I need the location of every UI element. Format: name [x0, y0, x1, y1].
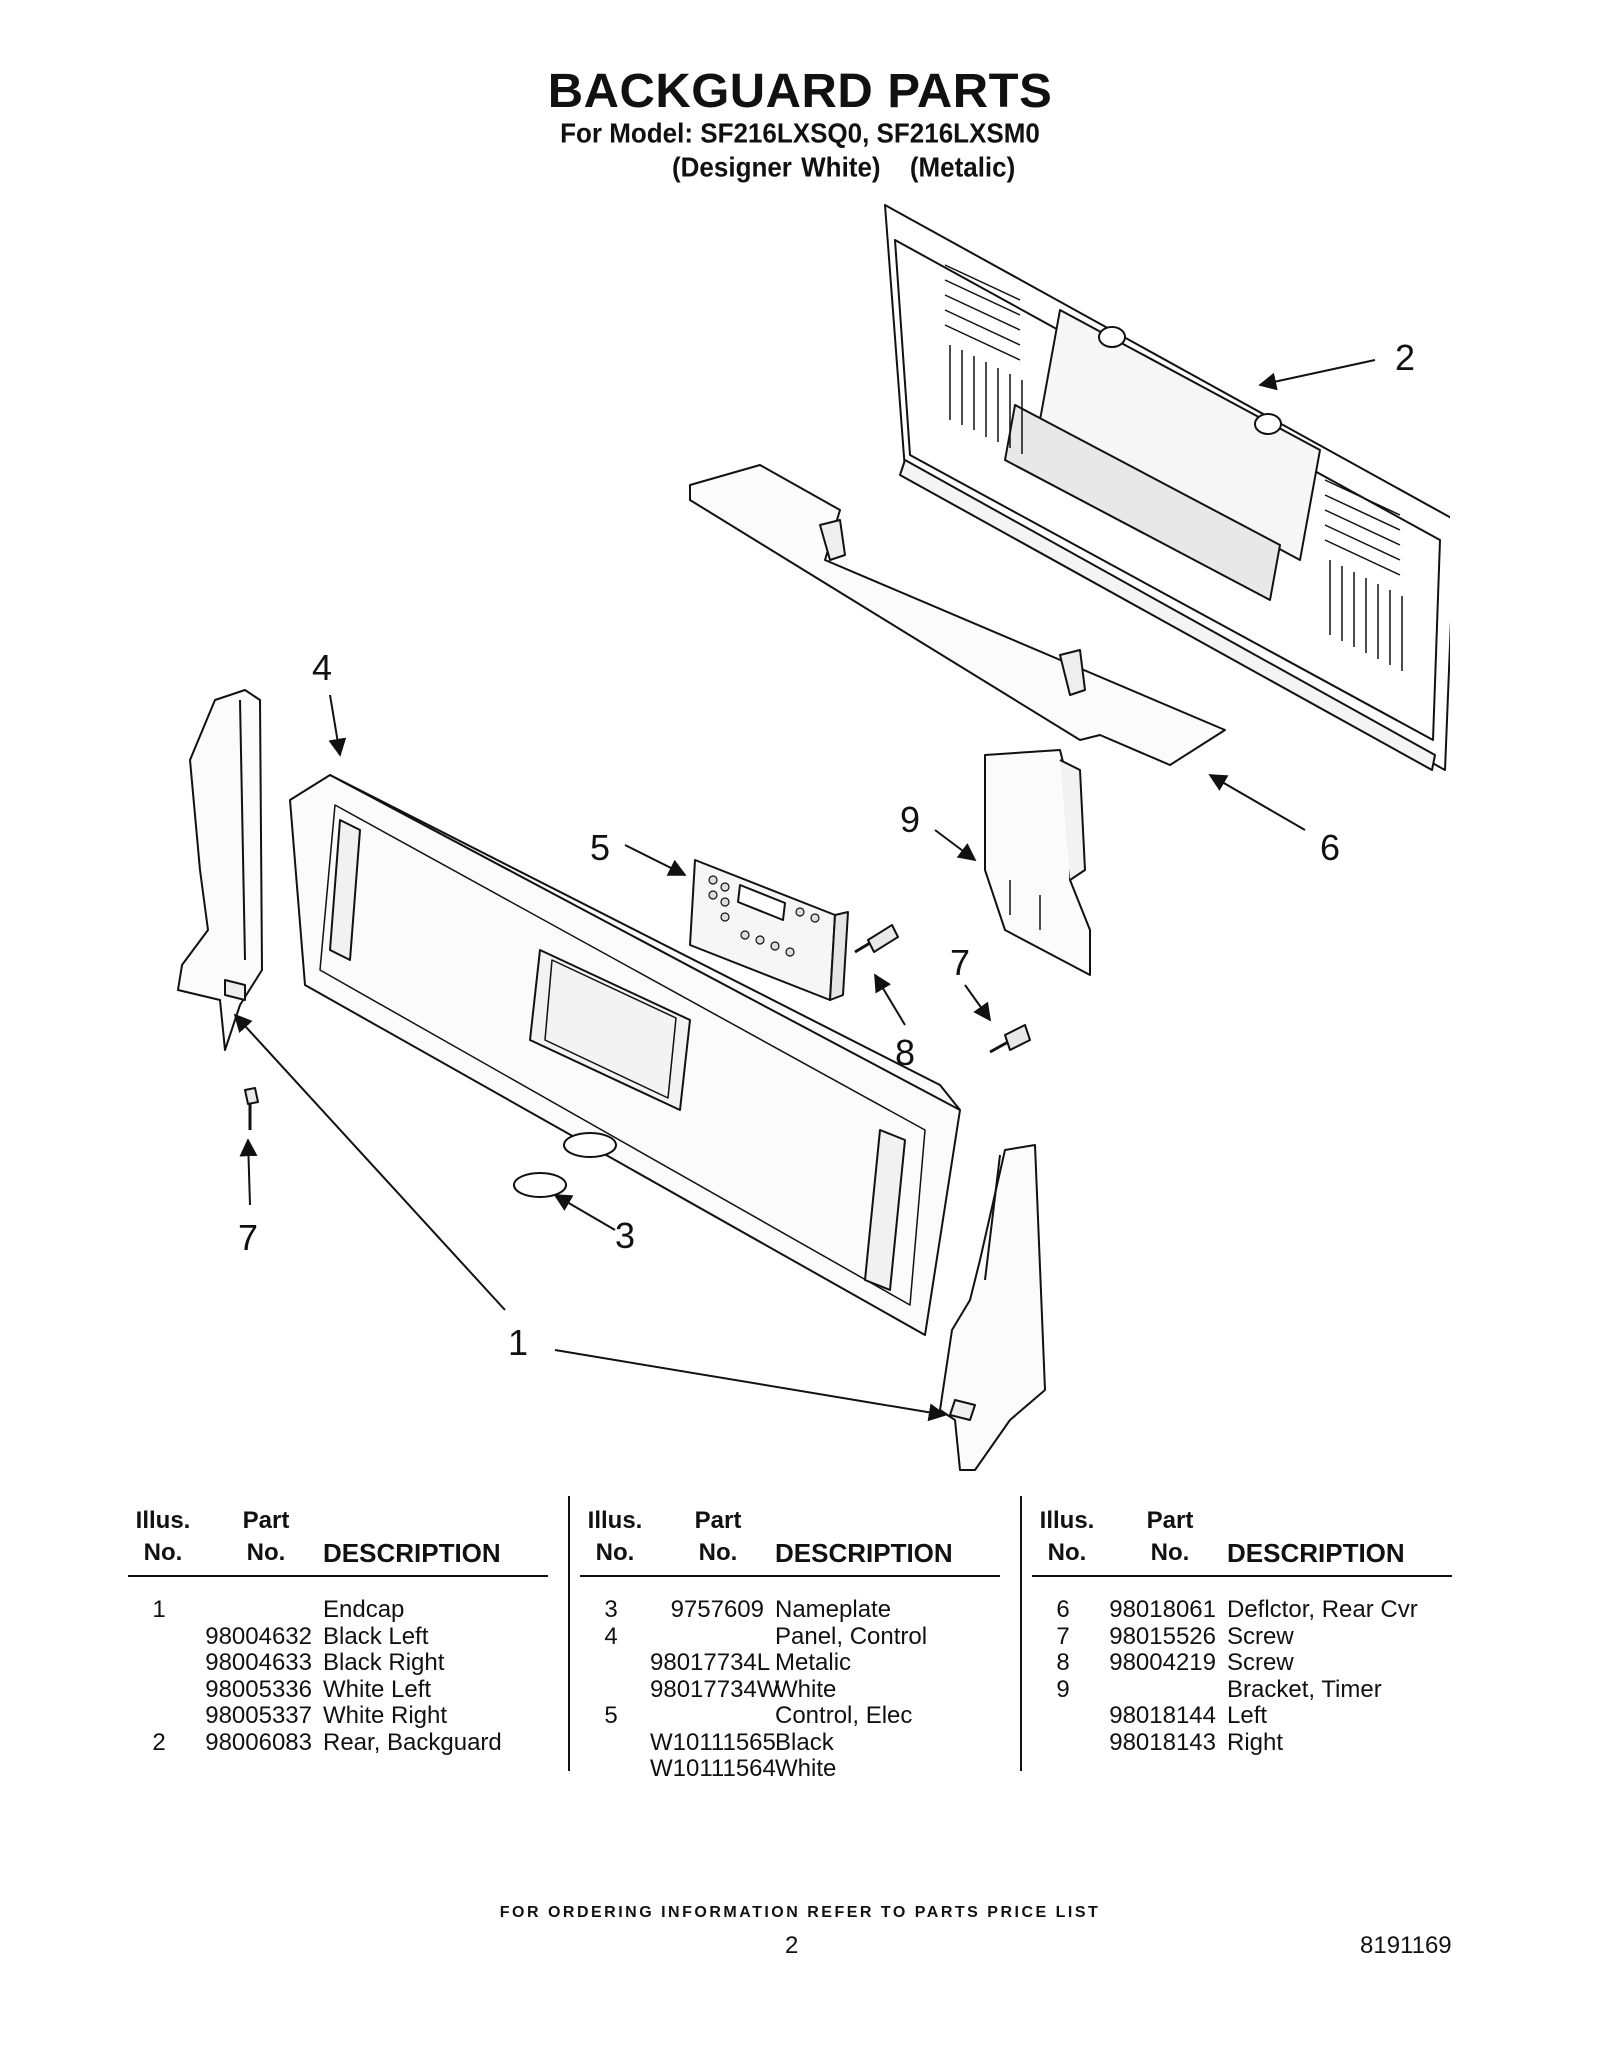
- header-description: DESCRIPTION: [1227, 1538, 1405, 1568]
- variant-designer-white: (Designer White): [672, 150, 881, 184]
- rear-backguard-part: [884, 204, 1450, 771]
- header-part: Part: [242, 1507, 290, 1534]
- header-illus-no: No.: [1047, 1539, 1087, 1566]
- header-part-no: No.: [1150, 1539, 1190, 1566]
- column-divider: [1020, 1496, 1022, 1771]
- page-title: BACKGUARD PARTS: [547, 65, 1053, 118]
- header-description: DESCRIPTION: [323, 1538, 501, 1568]
- header-part-no: No.: [698, 1539, 738, 1566]
- variant-metalic: (Metalic): [909, 150, 1016, 184]
- header-illus-no: No.: [595, 1539, 635, 1566]
- callout-label-5: 5: [590, 827, 610, 868]
- model-subtitle: For Model: SF216LXSQ0, SF216LXSM0: [560, 116, 1040, 150]
- callout-label-2: 2: [1395, 337, 1415, 378]
- callout-label-4: 4: [312, 647, 332, 688]
- callout-label-7-left: 7: [238, 1217, 258, 1258]
- endcap-right-part: [939, 1144, 1046, 1471]
- header-part-no: No.: [246, 1539, 286, 1566]
- ordering-note: FOR ORDERING INFORMATION REFER TO PARTS …: [499, 1904, 1101, 1921]
- callout-label-3: 3: [615, 1215, 635, 1256]
- electronic-control-part: [689, 859, 849, 1001]
- callout-label-6: 6: [1320, 827, 1340, 868]
- header-description: DESCRIPTION: [775, 1538, 953, 1568]
- control-panel-part: [289, 774, 961, 1336]
- callout-leaders: [233, 359, 1376, 1422]
- page-number: 2: [785, 1932, 799, 1959]
- header-part: Part: [694, 1507, 742, 1534]
- callout-label-7-right: 7: [950, 942, 970, 983]
- header-illus: Illus.: [135, 1507, 191, 1534]
- callout-label-8: 8: [895, 1032, 915, 1073]
- screw-part: [244, 924, 1031, 1130]
- callout-label-1: 1: [508, 1322, 528, 1363]
- column-divider: [568, 1496, 570, 1771]
- header-illus: Illus.: [587, 1507, 643, 1534]
- header-illus-no: No.: [143, 1539, 183, 1566]
- exploded-parts-diagram: 2 4 5 9 6 7 8 7 3 1: [177, 204, 1450, 1471]
- endcap-left-part: [177, 689, 263, 1051]
- header-illus: Illus.: [1039, 1507, 1095, 1534]
- header-part: Part: [1146, 1507, 1194, 1534]
- rear-cover-deflector-part: [689, 464, 1226, 766]
- callout-label-9: 9: [900, 799, 920, 840]
- nameplate-part: [513, 1132, 617, 1198]
- model-variants: (Designer White) (Metalic): [672, 151, 1035, 184]
- document-number: 8191169: [1360, 1932, 1452, 1959]
- timer-bracket-part: [984, 749, 1091, 976]
